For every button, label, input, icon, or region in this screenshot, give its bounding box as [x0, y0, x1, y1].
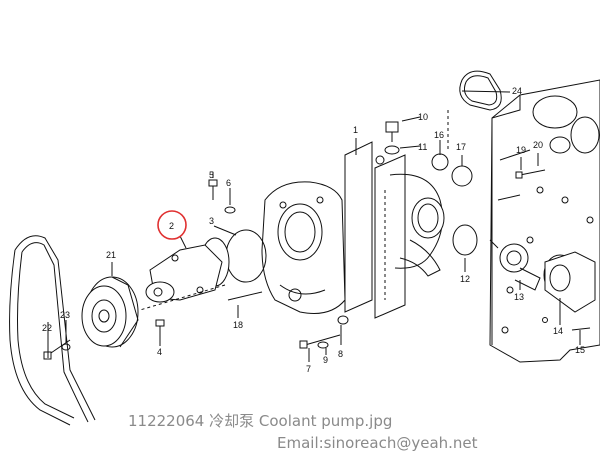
callout-21: 21: [106, 250, 116, 260]
highlight-circle: [157, 210, 187, 240]
callout-3: 3: [209, 216, 214, 226]
callout-7: 7: [306, 364, 311, 374]
thermostat-cover: [543, 251, 596, 313]
callout-24: 24: [512, 86, 522, 96]
callout-13: 13: [514, 292, 524, 302]
callout-17: 17: [456, 142, 466, 152]
callout-20: 20: [533, 140, 543, 150]
callout-6: 6: [226, 178, 231, 188]
coolant-housing: [344, 141, 445, 319]
callout-12: 12: [460, 274, 470, 284]
callout-1: 1: [353, 125, 358, 135]
callout-5: 5: [209, 170, 214, 180]
callout-2: 2: [169, 221, 174, 231]
callout-4: 4: [157, 347, 162, 357]
callout-10: 10: [418, 112, 428, 122]
callout-9: 9: [323, 355, 328, 365]
drive-belt: [9, 235, 96, 426]
caption-title: 11222064 冷却泵 Coolant pump.jpg: [128, 412, 393, 430]
callout-15: 15: [575, 345, 585, 355]
callout-14: 14: [553, 326, 563, 336]
caption-email: Email:sinoreach@yeah.net: [277, 434, 478, 452]
water-pump: [145, 237, 230, 303]
engine-block: [489, 79, 600, 363]
callout-18: 18: [233, 320, 243, 330]
callout-22: 22: [42, 323, 52, 333]
callout-19: 19: [516, 145, 526, 155]
thermostat: [489, 239, 541, 291]
pulley: [81, 276, 139, 348]
callout-11: 11: [418, 142, 427, 152]
gasket-24: [459, 70, 502, 111]
callout-23: 23: [60, 310, 70, 320]
callout-8: 8: [338, 349, 343, 359]
pump-housing: [261, 181, 346, 314]
callout-16: 16: [434, 130, 444, 140]
